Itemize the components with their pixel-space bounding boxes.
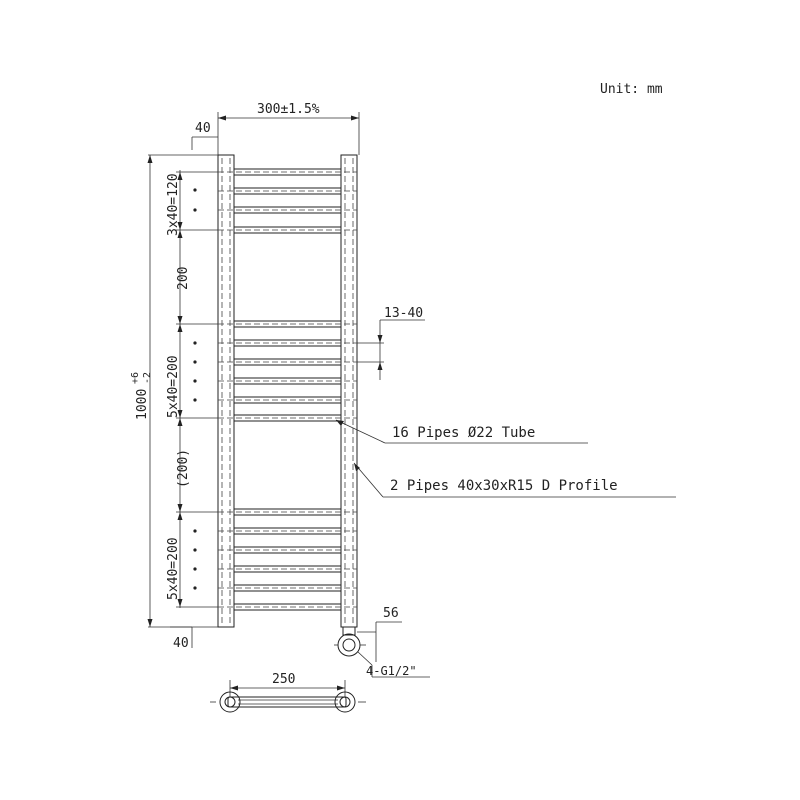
profile-callout-label: 2 Pipes 40x30xR15 D Profile (390, 478, 618, 494)
tube-5 (218, 320, 357, 328)
tube-3 (218, 206, 357, 214)
thread-callout-label: 4-G1/2" (366, 664, 417, 678)
group3-spacing-label: 5x40=200 (166, 537, 181, 600)
top-offset-dimension: 40 (191, 121, 218, 150)
overall-height-dimension: 1000 +6 -2 (130, 154, 218, 628)
tube-2 (218, 187, 357, 195)
outlet-dim-label: 56 (383, 606, 399, 621)
tube-13 (218, 546, 357, 554)
height-tolerance-lower: -2 (142, 372, 153, 384)
tube-11 (218, 508, 357, 516)
tube-7 (218, 358, 357, 366)
plan-view: 250 (210, 672, 366, 713)
tube-16 (218, 603, 357, 611)
side-gap-dimension: 13-40 (357, 306, 425, 380)
tube-9 (218, 396, 357, 404)
bottom-offset-label: 40 (173, 636, 189, 651)
overall-height-label: 1000 (135, 389, 150, 420)
tube-10 (218, 414, 357, 422)
height-tolerance-upper: +6 (130, 372, 141, 384)
tube-8 (218, 377, 357, 385)
top-offset-label: 40 (195, 121, 211, 136)
bottom-offset-dimension: 40 (170, 626, 193, 651)
tube-14 (218, 565, 357, 573)
tube-15 (218, 584, 357, 592)
spacing-dimension-chain: 3x40=120 200 5x40=200 (200) 5x40=200 (166, 170, 218, 608)
overall-width-dimension: 300±1.5% (217, 102, 360, 155)
bottom-width-label: 250 (272, 672, 295, 687)
overall-width-label: 300±1.5% (257, 102, 320, 117)
right-profile-rail (340, 154, 358, 628)
side-gap-label: 13-40 (384, 306, 423, 321)
tube-callout-label: 16 Pipes Ø22 Tube (392, 425, 535, 441)
outlet-fitting: 56 4-G1/2" (334, 606, 430, 678)
tube-12 (218, 527, 357, 535)
tube-group (218, 168, 357, 611)
tube-6 (218, 339, 357, 347)
unit-label: Unit: mm (600, 82, 663, 97)
left-profile-rail (217, 154, 235, 628)
gap2-label: (200) (176, 449, 191, 488)
profile-callout: 2 Pipes 40x30xR15 D Profile (353, 462, 676, 498)
group2-spacing-label: 5x40=200 (166, 355, 181, 418)
tube-1 (218, 168, 357, 176)
group1-spacing-label: 3x40=120 (166, 173, 181, 236)
gap1-label: 200 (176, 267, 191, 290)
tube-4 (218, 226, 357, 234)
tube-callout: 16 Pipes Ø22 Tube (335, 419, 588, 444)
